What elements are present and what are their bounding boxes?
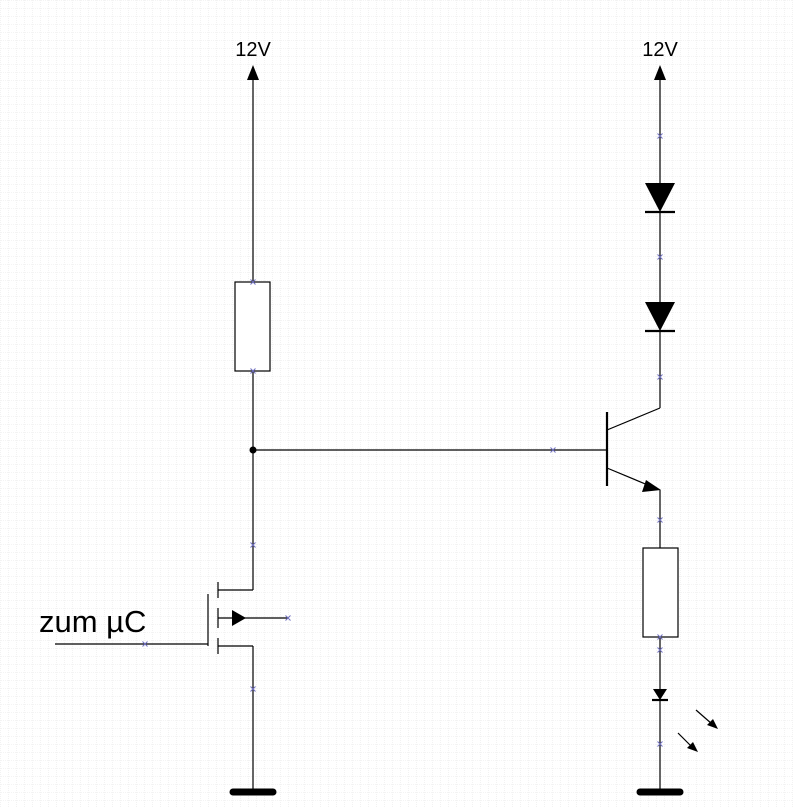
- node-marker: [657, 634, 663, 640]
- left-wiring: [249, 371, 607, 590]
- emitter-resistor: [642, 547, 679, 638]
- node-marker: [657, 647, 663, 653]
- node-marker: [550, 447, 556, 453]
- node-marker: [285, 615, 291, 621]
- node-marker: [657, 374, 663, 380]
- node-marker: [250, 368, 256, 374]
- left-supply: 12V: [235, 39, 271, 282]
- node-markers: [142, 133, 663, 747]
- supply-arrow-left: [247, 65, 259, 80]
- mosfet-body-arrow: [232, 610, 246, 626]
- input-label: zum µC: [39, 604, 146, 639]
- led-light-arrow-lower: [677, 732, 693, 748]
- emitter-arrow: [642, 480, 661, 492]
- led-light-arrow-upper: [695, 709, 713, 725]
- node-marker: [250, 686, 256, 692]
- npn-transistor: [605, 407, 661, 548]
- node-marker: [250, 542, 256, 548]
- supply-label-right: 12V: [642, 39, 678, 61]
- node-marker: [657, 741, 663, 747]
- supply-label-left: 12V: [235, 39, 271, 61]
- node-marker: [657, 254, 663, 260]
- node-marker: [657, 517, 663, 523]
- supply-arrow-right: [654, 65, 666, 80]
- mosfet: [55, 582, 288, 790]
- right-supply: 12V: [642, 39, 678, 183]
- node-marker: [250, 279, 256, 285]
- indicator-led: [652, 689, 718, 790]
- pullup-resistor: [234, 281, 271, 372]
- node-marker: [657, 133, 663, 139]
- node-marker: [142, 641, 148, 647]
